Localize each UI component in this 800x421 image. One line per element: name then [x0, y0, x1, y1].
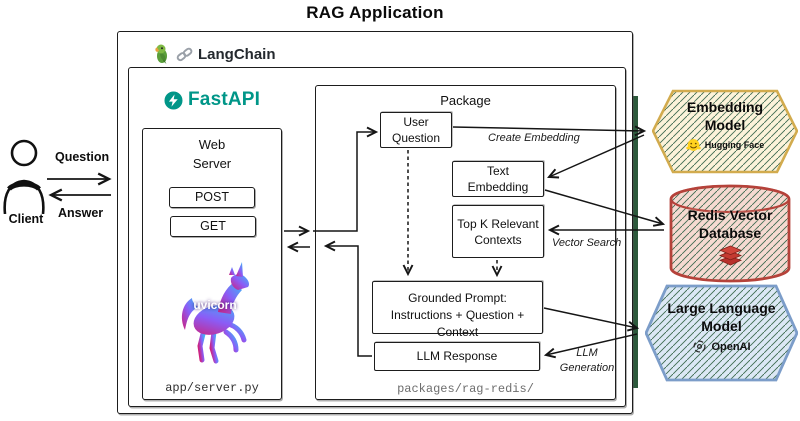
chain-link-icon [176, 46, 193, 63]
lightning-bolt-icon [164, 91, 183, 110]
llm-response-node: LLM Response [374, 342, 540, 371]
server-file-path: app/server.py [165, 381, 259, 395]
vector-search-label: Vector Search [552, 237, 622, 249]
uvicorn-label: uvicorn [193, 298, 237, 313]
openai-icon [692, 339, 707, 354]
langchain-brand: LangChain [153, 44, 276, 64]
page-title: RAG Application [306, 3, 444, 22]
redis-entity: Redis Vector Database [668, 184, 792, 284]
openai-label: OpenAI [711, 340, 751, 353]
langchain-label: LangChain [198, 45, 276, 63]
uvicorn-unicorn-icon: uvicorn [176, 260, 254, 366]
web-server-title: Web Server [192, 137, 232, 171]
redis-cube-icon [668, 245, 792, 266]
get-endpoint[interactable]: GET [170, 216, 256, 237]
package-title: Package [440, 93, 491, 108]
redis-title: Redis Vector Database [687, 207, 773, 241]
green-strip [633, 96, 638, 388]
client-label: Client [8, 212, 44, 226]
question-label: Question [55, 150, 110, 164]
llm-generation-label: LLM Generation [559, 347, 615, 374]
fastapi-label: FastAPI [188, 89, 261, 110]
grounded-prompt-node: Grounded Prompt: Instructions + Question… [372, 281, 543, 339]
post-endpoint[interactable]: POST [169, 187, 255, 208]
answer-label: Answer [58, 206, 104, 220]
embedding-model-entity: Embedding Model Hugging Face [652, 88, 798, 175]
llm-entity: Large Language Model OpenAI [645, 283, 798, 383]
fastapi-brand: FastAPI [164, 89, 260, 111]
create-embedding-label: Create Embedding [488, 132, 580, 144]
top-k-contexts-node: Top K Relevant Contexts [452, 205, 544, 258]
parrot-icon [153, 44, 171, 64]
user-question-node: User Question [380, 112, 452, 148]
embedding-model-provider: Hugging Face [652, 138, 798, 152]
llm-title: Large Language Model [667, 300, 776, 334]
hugging-face-label: Hugging Face [704, 140, 765, 150]
person-icon [2, 138, 48, 214]
package-path: packages/rag-redis/ [397, 382, 534, 396]
embedding-model-title: Embedding Model [686, 99, 764, 133]
llm-provider: OpenAI [645, 339, 798, 354]
hugging-face-icon [685, 138, 701, 152]
text-embedding-node: Text Embedding [452, 161, 544, 197]
